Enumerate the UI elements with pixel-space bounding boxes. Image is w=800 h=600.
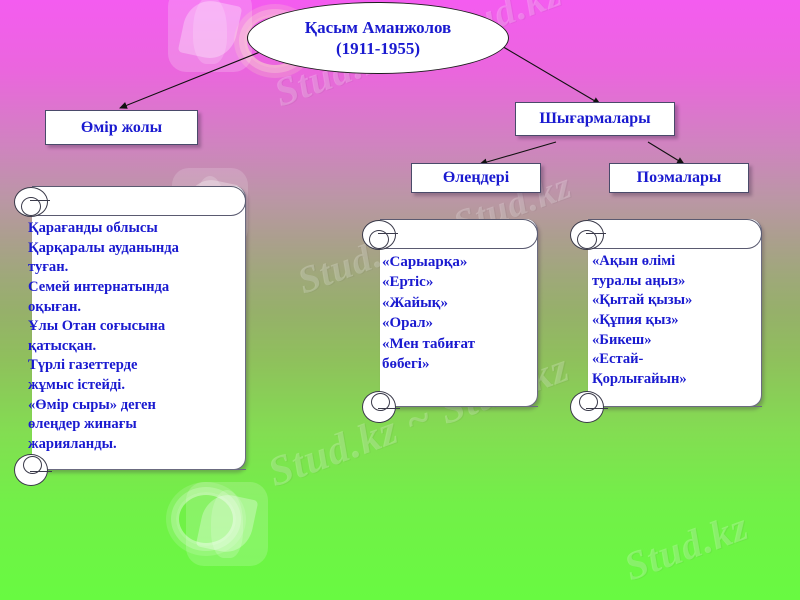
decorative-badge-icon — [186, 482, 268, 566]
scroll-line: «Құпия қыз» — [592, 311, 679, 328]
node-life-path-label: Өмір жолы — [80, 118, 163, 136]
scroll-line: «Орал» — [382, 315, 434, 332]
scroll-sheet — [380, 219, 538, 407]
scroll-line: Қорлығайын» — [592, 370, 687, 387]
node-poemas-label: Поэмалары — [636, 169, 722, 187]
scroll-line: Семей интернатында — [28, 278, 170, 295]
scroll-top-curl-bar-icon — [30, 200, 50, 201]
scroll-sheet — [588, 219, 762, 407]
scroll-bottom-curl-inner-icon — [579, 393, 598, 411]
scroll-line: туған. — [28, 259, 69, 276]
node-poems[interactable]: Өлеңдері — [411, 163, 541, 193]
node-works-label: Шығармалары — [539, 110, 651, 128]
node-works[interactable]: Шығармалары — [515, 102, 675, 136]
scroll-line: жарияланды. — [28, 435, 117, 452]
scroll-line: «Мен табиғат — [382, 335, 475, 352]
scroll-top-curl-inner-icon — [21, 197, 41, 216]
decorative-rings-icon — [176, 492, 236, 546]
scroll-poems-text: «Сарыарқа» «Ертіс» «Жайық» «Орал» «Мен т… — [382, 252, 530, 403]
scroll-line: оқыған. — [28, 298, 82, 315]
scroll-top-bar — [380, 219, 538, 249]
scroll-line: «Ақын өлімі — [592, 253, 676, 269]
scroll-top-bar — [588, 219, 762, 249]
title-ellipse: Қасым Аманжолов (1911-1955) — [247, 2, 509, 74]
scroll-line: бөбегі» — [382, 355, 430, 372]
scroll-line: «Сарыарқа» — [382, 254, 468, 270]
scroll-poems: «Сарыарқа» «Ертіс» «Жайық» «Орал» «Мен т… — [362, 219, 538, 423]
arrow-works-to-poemas — [647, 141, 685, 165]
node-life-path[interactable]: Өмір жолы — [45, 110, 198, 145]
scroll-bottom-curl-inner-icon — [23, 456, 42, 474]
scroll-bottom-bar — [32, 469, 246, 470]
scroll-line: Қарқаралы ауданында — [28, 239, 179, 256]
scroll-bottom-bar — [380, 406, 538, 407]
scroll-bottom-bar — [588, 406, 762, 407]
scroll-bottom-curl-inner-icon — [371, 393, 390, 411]
scroll-line: өлеңдер жинағы — [28, 416, 137, 433]
scroll-top-bar — [32, 186, 246, 216]
node-poems-label: Өлеңдері — [442, 169, 510, 187]
scroll-bottom-curl-bar-icon — [586, 408, 608, 409]
watermark-text: Stud.kz — [618, 503, 755, 590]
scroll-line: қатысқан. — [28, 337, 97, 354]
title-years: (1911-1955) — [335, 39, 421, 58]
scroll-line: «Бикеш» — [592, 331, 652, 348]
scroll-bottom-curl-bar-icon — [30, 471, 52, 472]
scroll-top-curl-bar-icon — [586, 233, 606, 234]
node-poemas[interactable]: Поэмалары — [609, 163, 749, 193]
title-name: Қасым Аманжолов — [304, 17, 452, 37]
scroll-top-curl-bar-icon — [378, 233, 398, 234]
scroll-line: туралы аңыз» — [592, 272, 686, 289]
scroll-poemas-text: «Ақын өлімі туралы аңыз» «Қытай қызы» «Қ… — [592, 252, 754, 403]
scroll-top-curl-inner-icon — [577, 230, 597, 249]
scroll-sheet — [32, 186, 246, 470]
scroll-line: Түрлі газеттерде — [28, 357, 138, 374]
scroll-bottom-curl-bar-icon — [378, 408, 400, 409]
scroll-line: «Өмір сыры» деген — [28, 396, 156, 413]
scroll-line: «Естай- — [592, 351, 644, 368]
scroll-line: Ұлы Отан соғысына — [28, 318, 166, 335]
scroll-line: «Жайық» — [382, 294, 448, 311]
scroll-life-path: Қарағанды облысы Қарқаралы ауданында туғ… — [14, 186, 246, 486]
arrow-title-to-works — [499, 44, 601, 105]
scroll-line: «Қытай қызы» — [592, 292, 693, 309]
scroll-line: «Ертіс» — [382, 274, 434, 291]
scroll-top-curl-inner-icon — [369, 230, 389, 249]
scroll-line: жұмыс істейді. — [28, 377, 126, 393]
decorative-badge-icon — [168, 0, 252, 72]
scroll-poemas: «Ақын өлімі туралы аңыз» «Қытай қызы» «Қ… — [570, 219, 762, 423]
scroll-life-path-text: Қарағанды облысы Қарқаралы ауданында туғ… — [28, 219, 238, 466]
arrow-works-to-poems — [479, 141, 557, 166]
scroll-line: Қарағанды облысы — [28, 220, 158, 236]
